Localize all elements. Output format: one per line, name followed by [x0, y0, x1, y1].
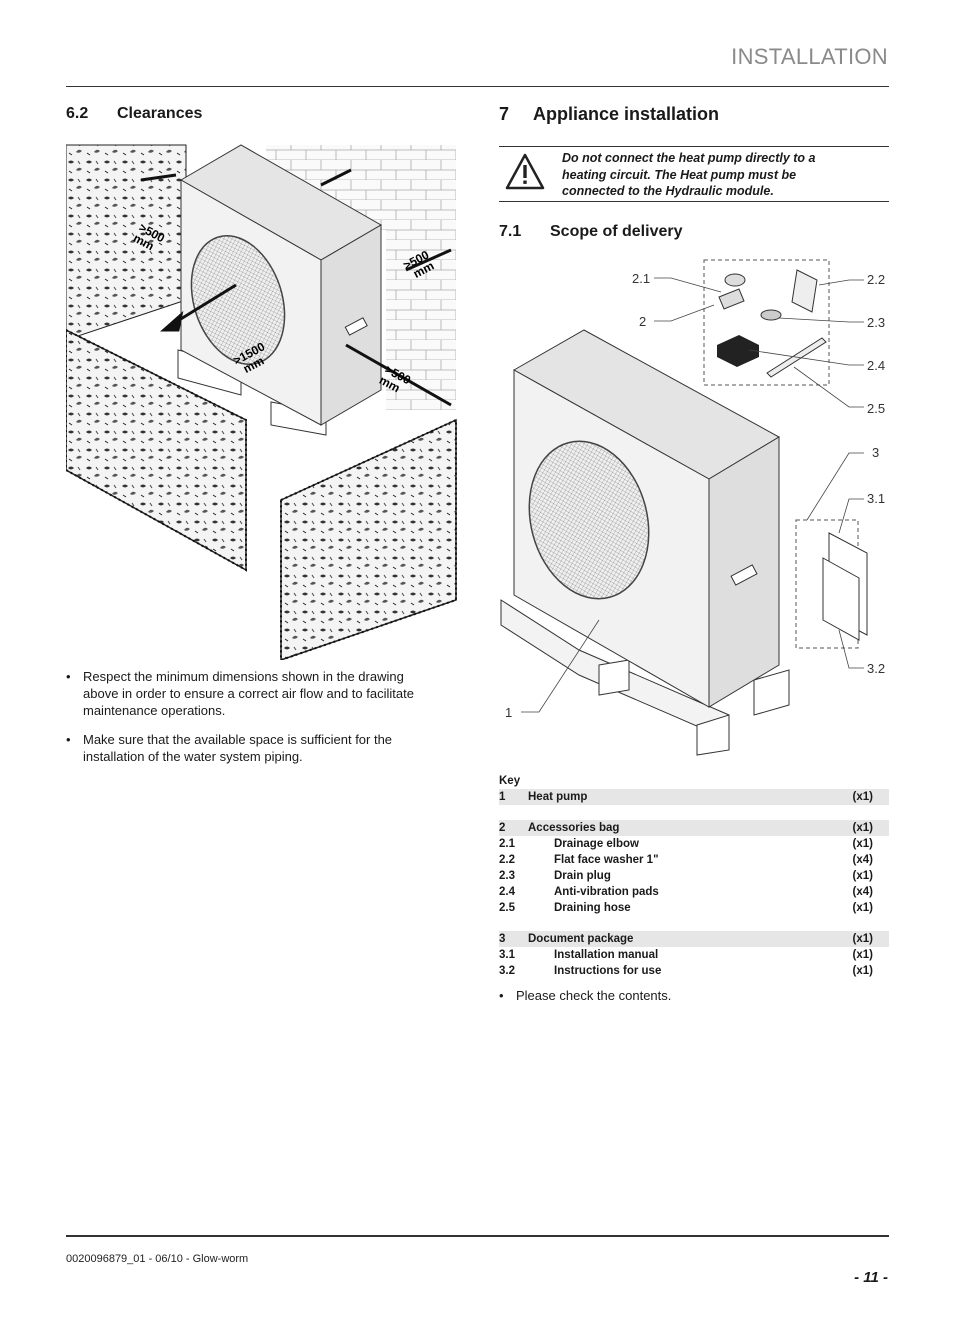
- callout-3: 3: [872, 445, 880, 460]
- key-heading: Key: [499, 775, 521, 787]
- clearances-bullet-list: •Respect the minimum dimensions shown in…: [66, 668, 441, 777]
- section-7-1-heading: 7.1 Scope of delivery: [499, 223, 683, 241]
- callout-2-3: 2.3: [867, 315, 886, 330]
- callout-1: 1: [505, 705, 513, 720]
- section-number: 7.1: [499, 223, 522, 240]
- section-7-heading: 7 Appliance installation: [499, 104, 719, 125]
- warning-triangle-icon: [505, 153, 545, 190]
- callout-2-2: 2.2: [867, 272, 886, 287]
- clearance-label-rear: >500mm: [131, 220, 167, 256]
- header-rule: [66, 86, 889, 87]
- section-number: 6.2: [66, 105, 89, 122]
- warning-text: Do not connect the heat pump directly to…: [562, 151, 816, 198]
- running-header: INSTALLATION: [731, 44, 888, 69]
- callout-3-2: 3.2: [867, 661, 886, 676]
- clearances-illustration: >500mm >500mm >1500mm >500mm: [66, 144, 457, 660]
- footer-rule: [66, 1235, 889, 1237]
- callout-2: 2: [639, 314, 647, 329]
- clearance-label-side: >500mm: [377, 362, 413, 398]
- warning-box: Do not connect the heat pump directly to…: [499, 146, 889, 202]
- list-item: •Make sure that the available space is s…: [66, 732, 393, 764]
- section-title: Scope of delivery: [550, 223, 683, 240]
- list-item: •Respect the minimum dimensions shown in…: [66, 669, 414, 718]
- scope-of-delivery-illustration: [500, 259, 868, 756]
- callout-3-1: 3.1: [867, 491, 886, 506]
- key-note: •Please check the contents.: [499, 987, 889, 1016]
- document-reference: 0020096879_01 - 06/10 - Glow-worm: [66, 1253, 249, 1265]
- callout-2-1: 2.1: [632, 271, 651, 286]
- section-title: Clearances: [117, 105, 203, 122]
- page-number: - 11 -: [854, 1269, 888, 1286]
- section-title: Appliance installation: [533, 104, 720, 124]
- callout-2-5: 2.5: [867, 401, 886, 416]
- section-number: 7: [499, 104, 510, 124]
- list-item: •Please check the contents.: [499, 988, 672, 1003]
- callout-2-4: 2.4: [867, 358, 886, 373]
- section-6-2-heading: 6.2 Clearances: [66, 105, 202, 123]
